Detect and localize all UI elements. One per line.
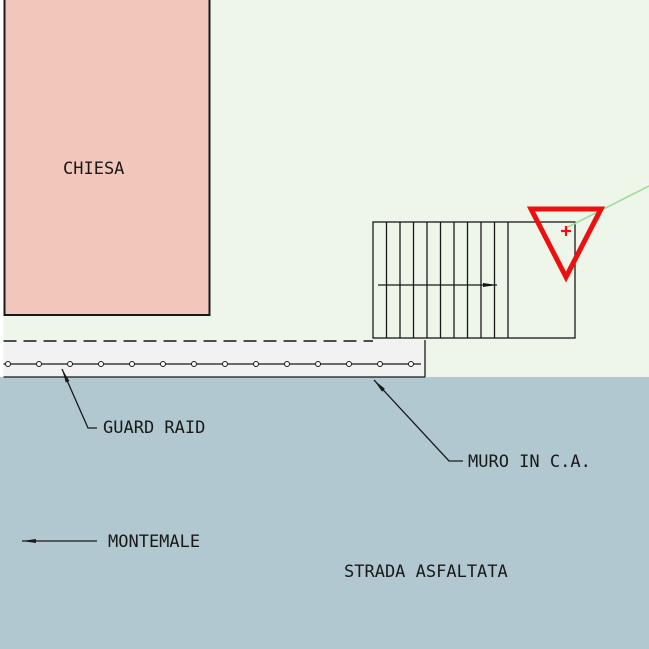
guard-rail-label: GUARD RAID [103, 418, 205, 438]
direction-annotation: MONTEMALE [22, 532, 200, 552]
guard-rail-leader [61, 368, 97, 429]
guard-rail-post [222, 361, 228, 367]
hazard-triangle-icon [526, 206, 606, 283]
red-cross-icon [561, 226, 571, 236]
guard-rail-post [377, 361, 383, 367]
building-label: CHIESA [63, 159, 124, 179]
road-label: STRADA ASFALTATA [344, 562, 508, 582]
guard-rail-post [408, 361, 414, 367]
stair-treads [385, 222, 509, 338]
guard-rail-post [191, 361, 197, 367]
building: CHIESA [3, 0, 211, 316]
hazard-triangle-outline [526, 206, 606, 283]
wall-leader [373, 379, 463, 462]
drawing-margin [0, 0, 4, 377]
road-area [0, 377, 649, 649]
building-chiesa [3, 0, 211, 316]
guard-rail-post [36, 361, 42, 367]
survey-line [565, 185, 649, 229]
retaining-wall [3, 340, 426, 378]
wall-strip [3, 341, 425, 377]
guard-rail-annotation: GUARD RAID [61, 368, 205, 438]
staircase [372, 221, 576, 339]
guard-rail [3, 361, 421, 367]
wall-label: MURO IN C.A. [468, 452, 591, 472]
guard-rail-post [67, 361, 73, 367]
guard-rail-post [5, 361, 11, 367]
guard-rail-post [129, 361, 135, 367]
guard-rail-post [315, 361, 321, 367]
guard-rail-post [284, 361, 290, 367]
montemale-label: MONTEMALE [108, 532, 200, 552]
staircase-outline [372, 221, 576, 339]
guard-rail-post [346, 361, 352, 367]
guard-rail-post [160, 361, 166, 367]
wall-annotation: MURO IN C.A. [373, 379, 591, 472]
guard-rail-post [98, 361, 104, 367]
guard-rail-post [253, 361, 259, 367]
